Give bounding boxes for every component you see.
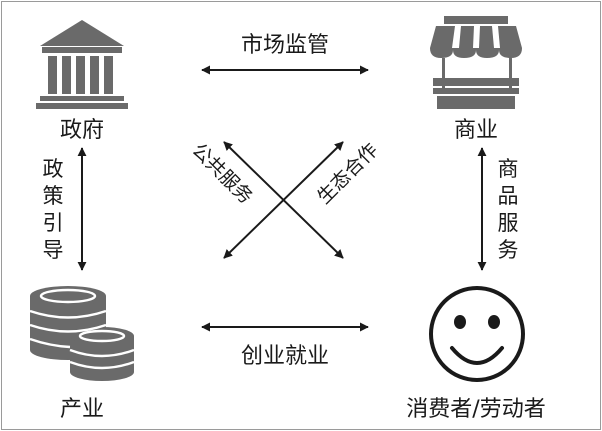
- goods-services-char: 品: [498, 184, 519, 208]
- coins-icon: [29, 286, 135, 381]
- shop-awning-stripes: [452, 26, 500, 48]
- industry-label: 产业: [60, 397, 104, 422]
- public-services-label: 公共服务: [188, 139, 257, 208]
- goods-services-char: 商: [498, 157, 519, 181]
- ecological-cooperation-arrow: [223, 141, 344, 259]
- goods-services-char: 服: [498, 211, 519, 235]
- goods-services-label: 商 品 服 务: [498, 157, 519, 262]
- policy-guidance-char: 引: [43, 211, 64, 235]
- market-regulation-label: 市场监管: [241, 33, 329, 58]
- entrepreneurship-employment-label: 创业就业: [241, 344, 329, 369]
- policy-guidance-label: 政 策 引 导: [43, 157, 64, 262]
- policy-guidance-char: 政: [43, 157, 64, 181]
- smiley-face-icon: [429, 286, 525, 382]
- goods-services-char: 务: [498, 238, 519, 262]
- consumer-label: 消费者/劳动者: [406, 397, 545, 422]
- government-building-icon: [36, 20, 128, 109]
- government-label: 政府: [60, 118, 104, 143]
- policy-guidance-char: 策: [43, 184, 64, 208]
- policy-guidance-char: 导: [43, 238, 64, 262]
- ecological-cooperation-label: 生态合作: [313, 139, 382, 208]
- business-label: 商业: [454, 118, 498, 143]
